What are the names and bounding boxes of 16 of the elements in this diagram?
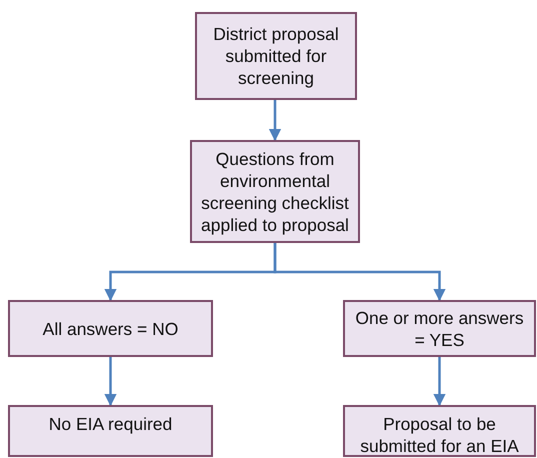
box-text: One or more answers = YES (354, 306, 525, 350)
arrow (433, 357, 446, 406)
box-text: All answers = NO (42, 318, 178, 340)
arrow (104, 357, 117, 406)
arrow (274, 243, 446, 302)
process-box (343, 405, 536, 457)
process-box (8, 300, 213, 357)
box-text: Proposal to be submitted for an EIA (359, 413, 520, 457)
process-box (190, 140, 360, 243)
process-box (343, 300, 536, 357)
box-text: No EIA required (48, 413, 172, 435)
process-box (8, 405, 213, 457)
box-text: Questions from environmental screening checklist applied to proposal (200, 148, 350, 236)
arrow (268, 100, 282, 142)
process-box (195, 12, 357, 100)
box-text: District proposal submitted for screening (212, 23, 340, 89)
